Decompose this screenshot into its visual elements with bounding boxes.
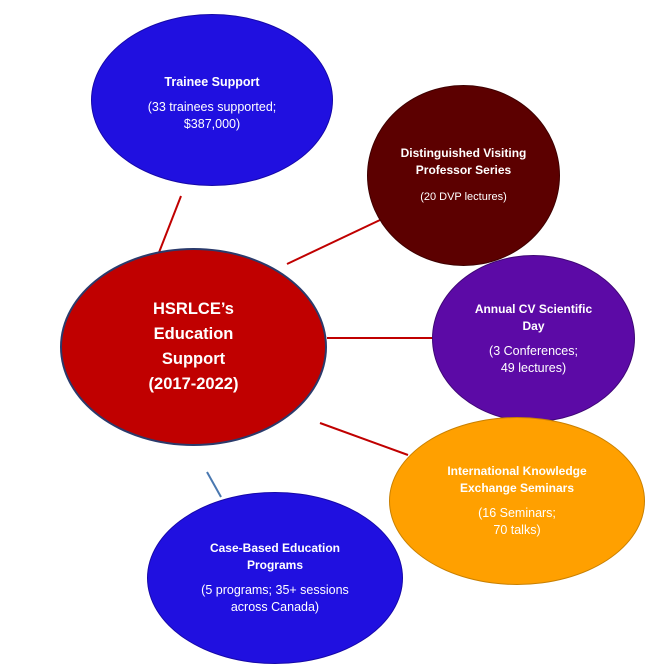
connector-center-trainee	[157, 195, 182, 256]
connector-center-dvp	[286, 219, 381, 265]
knowledge-exchange-node: International Knowledge Exchange Seminar…	[389, 417, 645, 585]
connector-center-ikes	[319, 422, 409, 456]
trainee-support-node: Trainee Support (33 trainees supported; …	[91, 14, 333, 186]
center-title: HSRLCE’s Education Support (2017-2022)	[148, 300, 239, 393]
dvp-series-title: Distinguished Visiting Professor Series	[400, 146, 527, 177]
dvp-series-detail: (20 DVP lectures)	[420, 191, 507, 203]
case-based-programs-title: Case-Based Education Programs	[209, 541, 341, 572]
cv-scientific-day-title: Annual CV Scientific Day	[474, 301, 593, 333]
knowledge-exchange-detail: (16 Seminars; 70 talks)	[478, 506, 556, 537]
cv-scientific-day-node: Annual CV Scientific Day (3 Conferences;…	[432, 255, 635, 422]
cv-scientific-day-detail: (3 Conferences; 49 lectures)	[489, 343, 578, 375]
case-based-programs-node: Case-Based Education Programs (5 program…	[147, 492, 403, 664]
trainee-support-detail: (33 trainees supported; $387,000)	[147, 99, 277, 131]
education-support-center-node: HSRLCE’s Education Support (2017-2022)	[60, 248, 327, 446]
knowledge-exchange-title: International Knowledge Exchange Seminar…	[447, 464, 587, 495]
case-based-programs-detail: (5 programs; 35+ sessions across Canada)	[201, 583, 349, 614]
trainee-support-title: Trainee Support	[164, 74, 260, 89]
connector-center-cbep	[206, 471, 222, 498]
dvp-series-node: Distinguished Visiting Professor Series …	[367, 85, 560, 266]
